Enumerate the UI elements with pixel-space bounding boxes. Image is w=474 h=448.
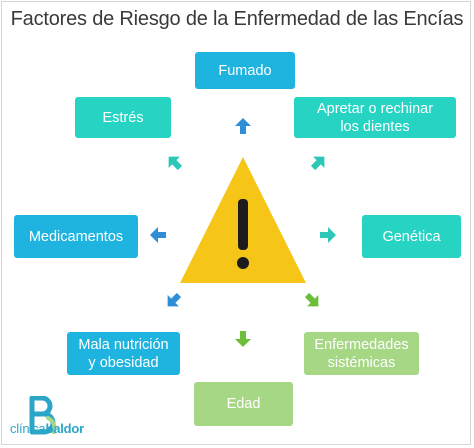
factor-mala-nutricion: Mala nutrición y obesidad [67,332,180,375]
diagram-title: Factores de Riesgo de la Enfermedad de l… [10,8,464,30]
factor-fumado: Fumado [195,52,295,89]
factor-genetica: Genética [362,215,461,258]
arrow-right-icon [320,227,336,243]
arrow-left-icon [150,227,166,243]
arrow-up-right-icon [310,156,325,171]
factor-apretar-dientes: Apretar o rechinar los dientes [294,97,456,138]
factor-apretar-line2: los dientes [340,118,410,135]
factor-genetica-label: Genética [382,228,441,245]
factor-estres: Estrés [75,97,171,138]
arrow-down-icon [235,331,251,347]
logo-wordmark: clínicabaldor [10,421,84,436]
factor-fumado-label: Fumado [218,62,272,79]
factor-apretar-line1: Apretar o rechinar [316,100,434,117]
factor-medicamentos: Medicamentos [14,215,138,258]
factor-enfermedades-sistemicas: Enfermedades sistémicas [304,332,419,375]
factor-enfermedades-line2: sistémicas [327,354,396,371]
factor-edad: Edad [194,382,293,426]
clinica-baldor-logo [29,396,57,435]
warning-triangle-icon [180,157,306,283]
factor-mala-nutricion-line1: Mala nutrición [78,336,169,353]
arrow-down-left-icon [167,292,182,307]
arrow-down-right-icon [304,292,319,307]
factor-medicamentos-label: Medicamentos [28,228,124,245]
arrow-up-icon [235,118,251,134]
factor-enfermedades-line1: Enfermedades [314,336,409,353]
logo-text-bold: baldor [45,421,84,436]
arrow-up-left-icon [168,156,183,171]
factor-edad-label: Edad [226,396,261,412]
factor-mala-nutricion-line2: y obesidad [88,354,159,371]
logo-text-light: clínica [10,421,46,436]
factor-estres-label: Estrés [102,109,144,126]
